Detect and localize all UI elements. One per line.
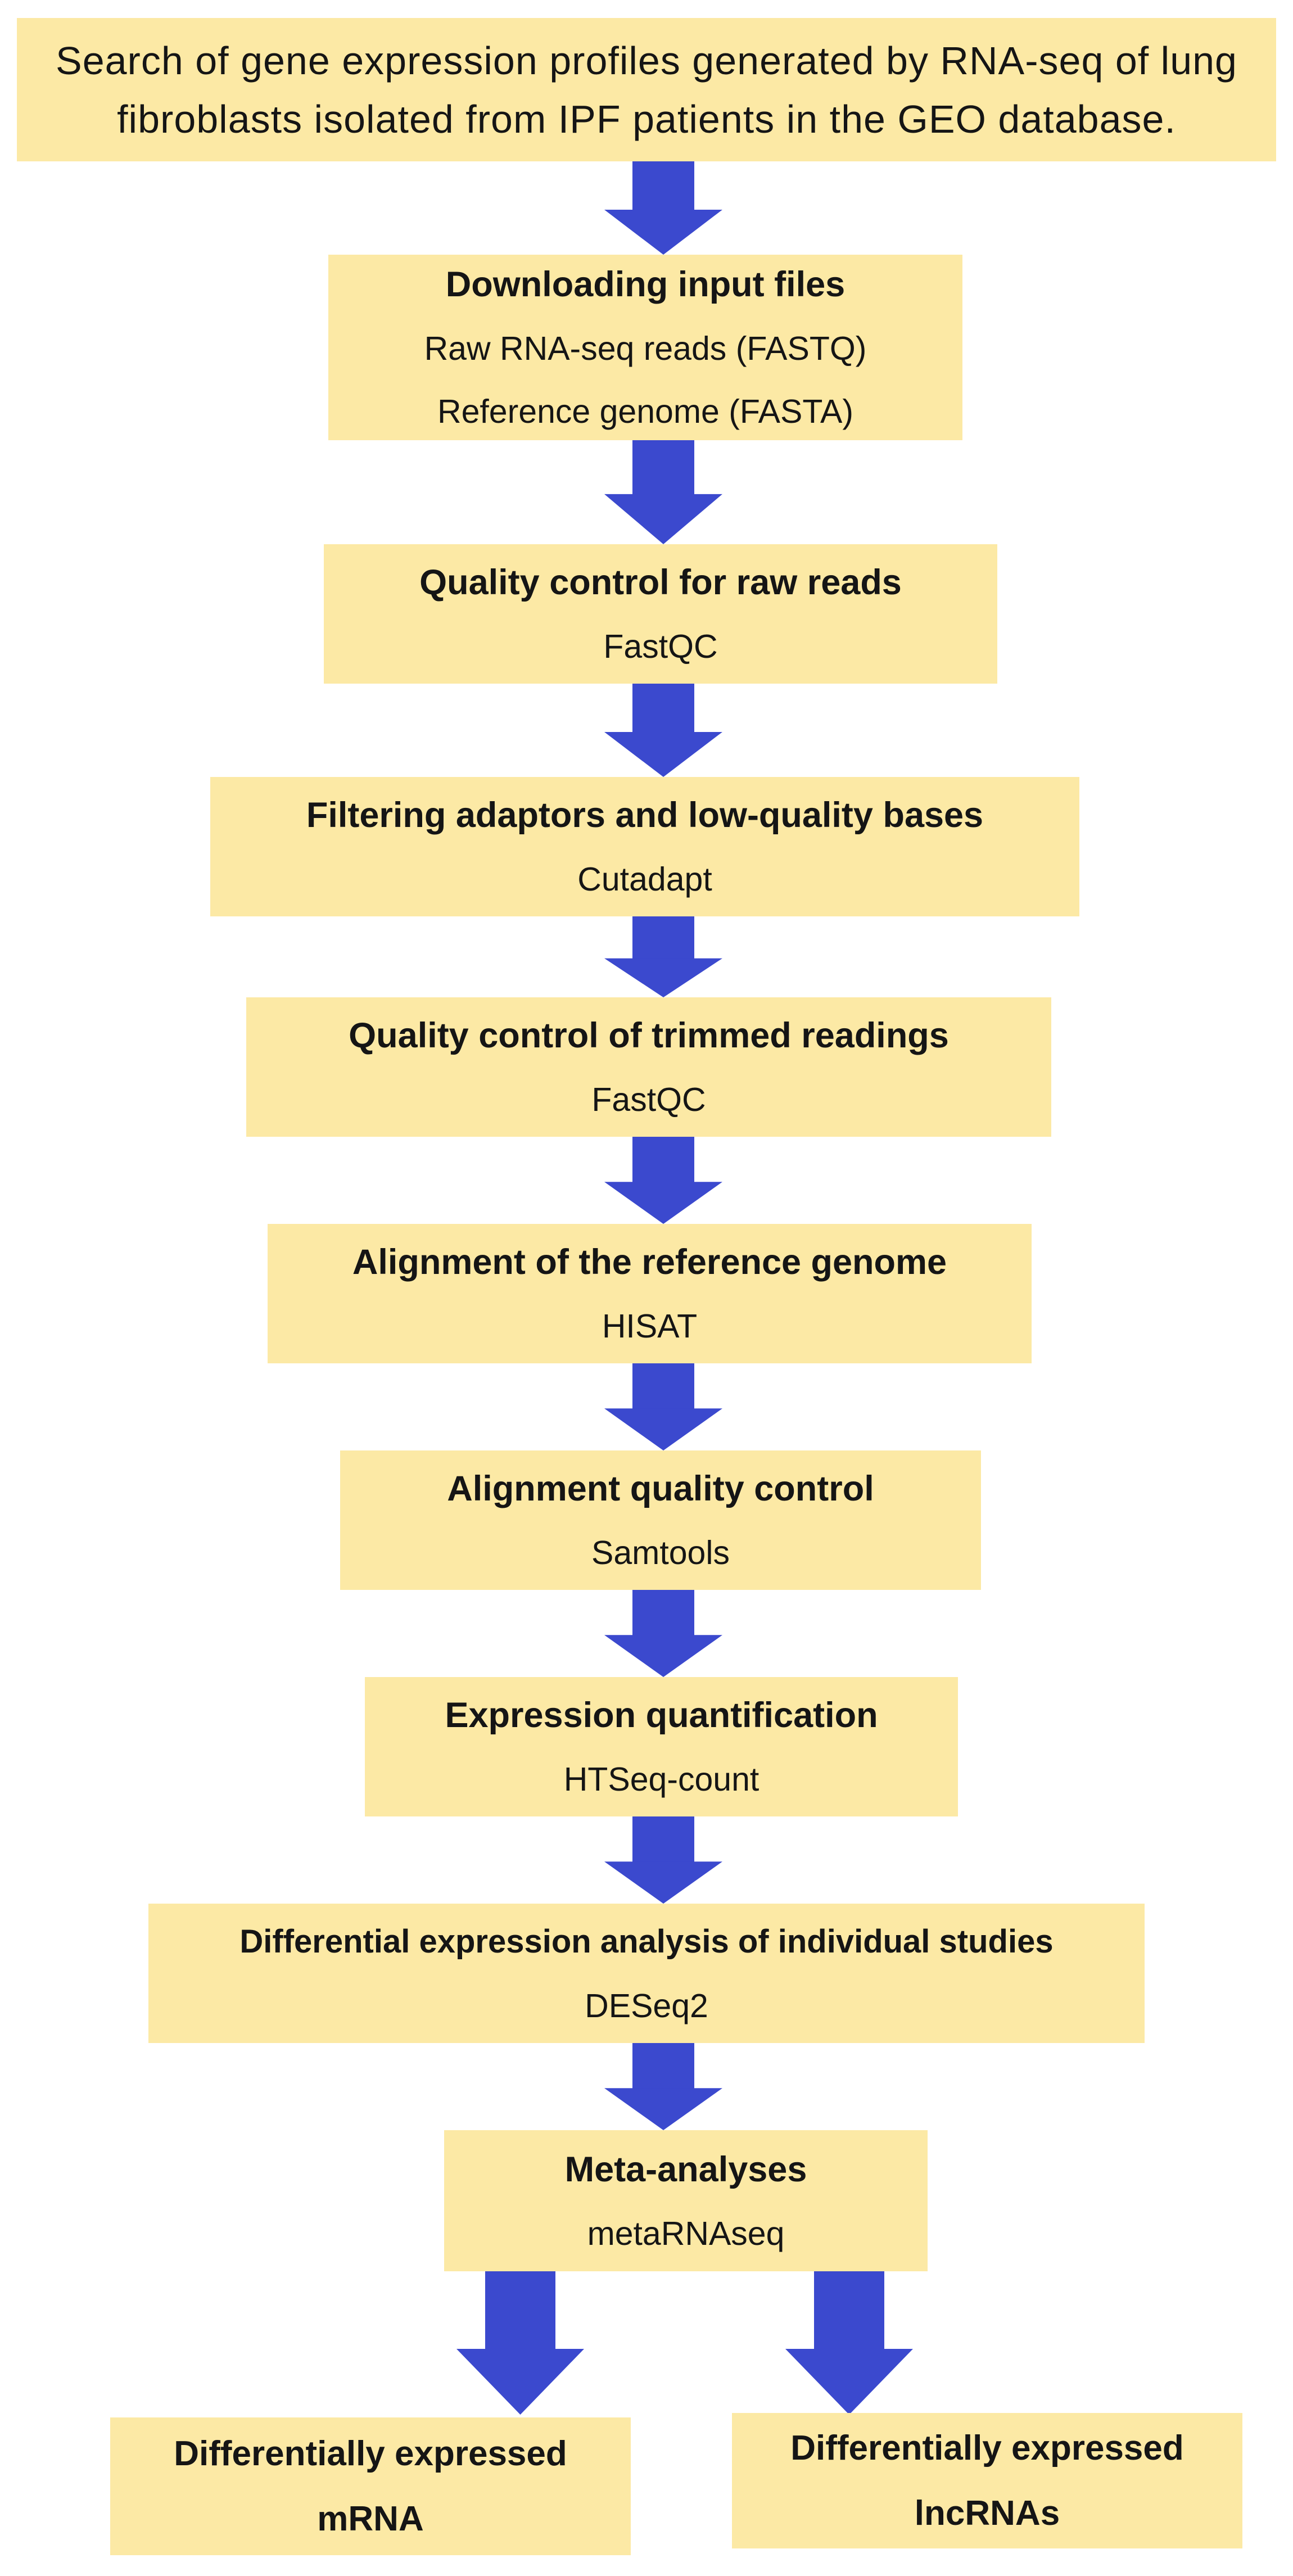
- output-text-line: Differentially expressed: [790, 2428, 1184, 2467]
- intro-text-line: fibroblasts isolated from IPF patients i…: [117, 97, 1176, 141]
- step-detail: HISAT: [602, 1308, 698, 1345]
- output-text-line: lncRNAs: [914, 2493, 1060, 2533]
- box-output-lncrnas: Differentially expressed lncRNAs: [732, 2413, 1242, 2548]
- step-title: Alignment of the reference genome: [352, 1242, 947, 1282]
- intro-text-line: Search of gene expression profiles gener…: [56, 38, 1237, 83]
- output-text-line: mRNA: [317, 2499, 424, 2538]
- arrow-down-icon: [604, 1363, 722, 1450]
- arrow-down-icon: [604, 1590, 722, 1677]
- step-title: Alignment quality control: [447, 1469, 874, 1508]
- arrow-down-icon: [604, 916, 722, 997]
- step-detail: FastQC: [603, 628, 718, 665]
- arrow-down-icon: [785, 2271, 913, 2415]
- step-detail: FastQC: [591, 1081, 706, 1118]
- step-detail: Reference genome (FASTA): [437, 393, 853, 430]
- step-detail: Samtools: [591, 1534, 730, 1571]
- box-meta-analyses: Meta-analyses metaRNAseq: [444, 2130, 928, 2271]
- arrow-down-icon: [604, 1816, 722, 1904]
- box-alignment-quality-control: Alignment quality control Samtools: [340, 1450, 981, 1590]
- box-quality-control-trimmed: Quality control of trimmed readings Fast…: [246, 997, 1051, 1137]
- box-quality-control-raw-reads: Quality control for raw reads FastQC: [324, 544, 997, 684]
- box-alignment-reference-genome: Alignment of the reference genome HISAT: [268, 1224, 1032, 1363]
- arrow-down-icon: [604, 440, 722, 544]
- step-detail: HTSeq-count: [563, 1761, 759, 1798]
- intro-box: Search of gene expression profiles gener…: [17, 18, 1276, 161]
- step-title: Meta-analyses: [564, 2149, 807, 2189]
- step-title: Filtering adaptors and low-quality bases: [306, 796, 984, 835]
- box-filtering-adaptors: Filtering adaptors and low-quality bases…: [210, 777, 1079, 916]
- step-detail: DESeq2: [585, 1987, 708, 2024]
- arrow-down-icon: [604, 161, 722, 255]
- arrow-down-icon: [456, 2271, 584, 2415]
- step-detail: Raw RNA-seq reads (FASTQ): [424, 330, 867, 367]
- step-title: Differential expression analysis of indi…: [239, 1923, 1054, 1960]
- step-detail: metaRNAseq: [587, 2215, 785, 2252]
- box-expression-quantification: Expression quantification HTSeq-count: [365, 1677, 958, 1816]
- arrow-down-icon: [604, 684, 722, 777]
- arrow-down-icon: [604, 1137, 722, 1224]
- box-output-mrna: Differentially expressed mRNA: [110, 2417, 631, 2555]
- box-downloading-input-files: Downloading input files Raw RNA-seq read…: [328, 255, 962, 440]
- step-detail: Cutadapt: [577, 861, 712, 898]
- step-title: Expression quantification: [445, 1696, 878, 1735]
- step-title: Quality control for raw reads: [419, 563, 902, 602]
- step-title: Quality control of trimmed readings: [349, 1016, 949, 1055]
- arrow-down-icon: [604, 2043, 722, 2130]
- step-title: Downloading input files: [445, 265, 846, 304]
- box-differential-expression-analysis: Differential expression analysis of indi…: [148, 1904, 1145, 2043]
- output-text-line: Differentially expressed: [174, 2434, 567, 2473]
